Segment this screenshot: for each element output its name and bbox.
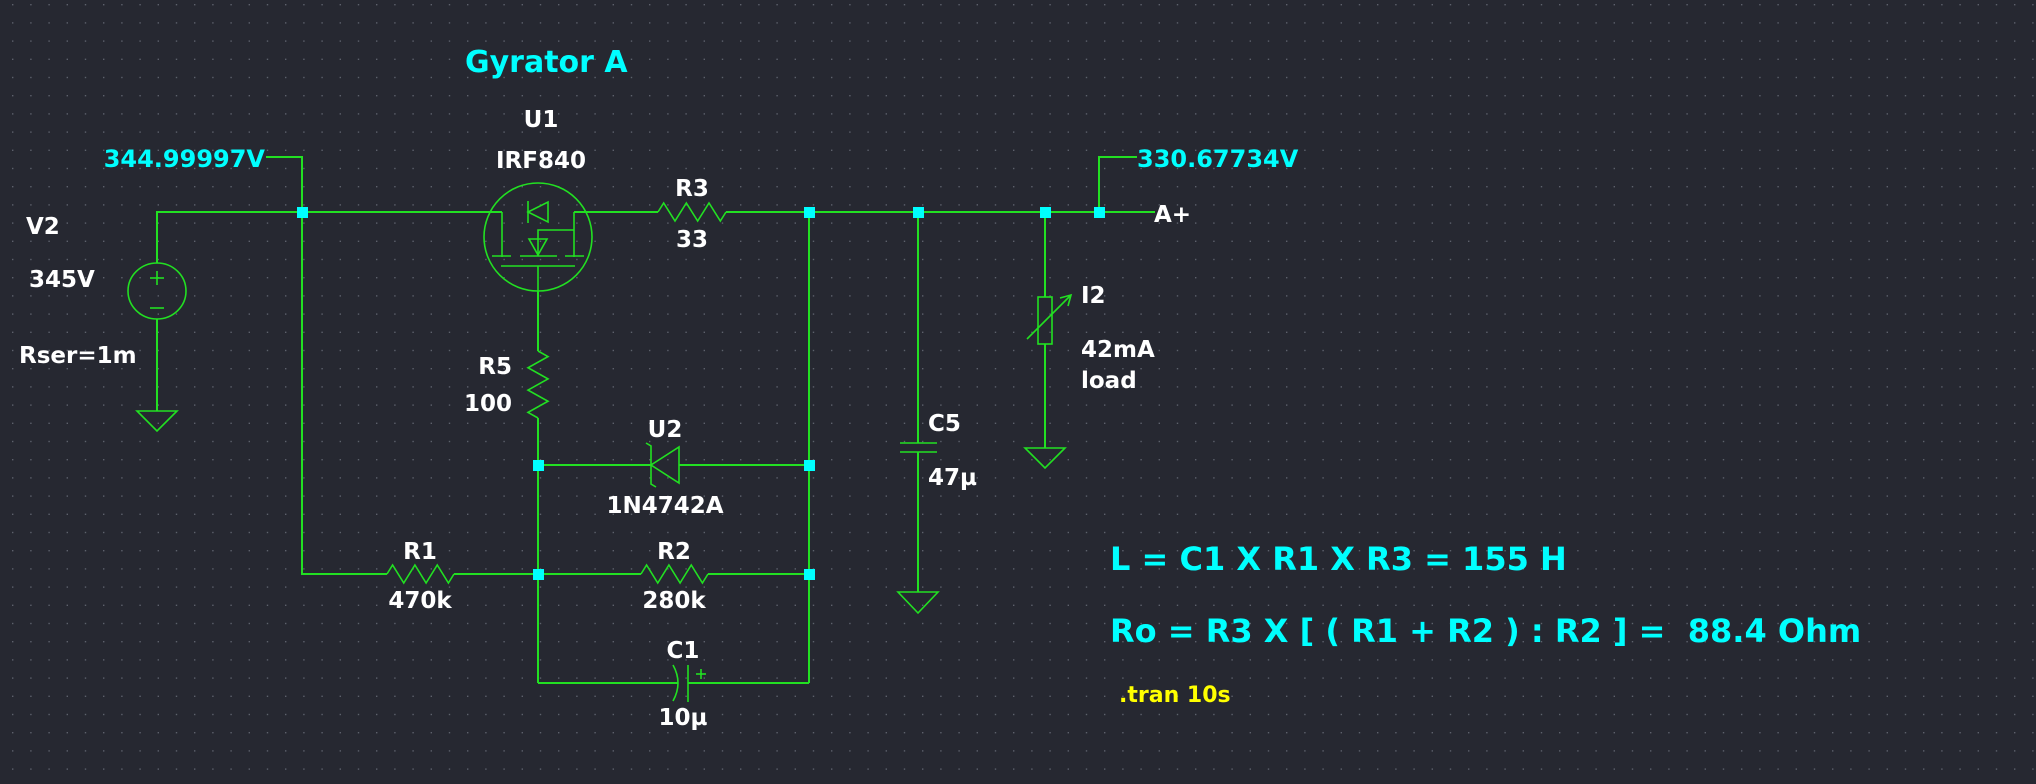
component-r5[interactable] xyxy=(526,350,550,419)
u2-value-label[interactable]: 1N4742A xyxy=(606,493,723,519)
grid-dots xyxy=(12,4,2034,770)
i2-value-label[interactable]: 42mA xyxy=(1081,337,1155,363)
inductance-annotation[interactable]: L = C1 X R1 X R3 = 155 H xyxy=(1110,540,1567,578)
r5-value-label[interactable]: 100 xyxy=(464,391,512,417)
resistor-icon xyxy=(657,201,727,223)
c5-ref-label[interactable]: C5 xyxy=(928,411,961,437)
component-c5[interactable] xyxy=(900,442,937,453)
ground-icon xyxy=(135,410,179,433)
spice-directive[interactable]: .tran 10s xyxy=(1119,683,1231,708)
ground-icon xyxy=(1023,447,1067,470)
v2-rser-label[interactable]: Rser=1m xyxy=(19,343,137,369)
wire-probe-output[interactable] xyxy=(1098,156,1137,212)
i2-extra-label[interactable]: load xyxy=(1081,368,1137,394)
voltage-source-icon xyxy=(127,262,187,320)
resistor-icon xyxy=(526,350,550,419)
r2-ref-label[interactable]: R2 xyxy=(657,539,691,565)
v2-value-label[interactable]: 345V xyxy=(29,267,95,293)
r2-value-label[interactable]: 280k xyxy=(642,588,706,614)
junction-dot xyxy=(913,207,924,218)
current-load-icon xyxy=(1037,296,1053,345)
component-i2[interactable] xyxy=(1026,293,1073,345)
junctions xyxy=(297,207,1105,580)
u2-ref-label[interactable]: U2 xyxy=(648,417,683,443)
r1-ref-label[interactable]: R1 xyxy=(403,539,437,565)
zener-diode-icon xyxy=(649,445,680,485)
resistor-icon xyxy=(386,563,455,585)
net-label-output[interactable]: A+ xyxy=(1154,202,1191,228)
output-resistance-annotation[interactable]: Ro = R3 X [ ( R1 + R2 ) : R2 ] = 88.4 Oh… xyxy=(1110,612,1861,650)
mosfet-body-lead xyxy=(537,229,574,256)
c1-value-label[interactable]: 10µ xyxy=(659,705,708,731)
component-r1[interactable] xyxy=(386,563,455,585)
junction-dot xyxy=(1094,207,1105,218)
ground-icon xyxy=(896,591,940,615)
junction-dot xyxy=(533,460,544,471)
resistor-icon xyxy=(640,563,709,585)
r5-ref-label[interactable]: R5 xyxy=(478,354,512,380)
c1-ref-label[interactable]: C1 xyxy=(667,638,700,664)
junction-dot xyxy=(804,460,815,471)
junction-dot xyxy=(804,569,815,580)
junction-dot xyxy=(804,207,815,218)
variable-arrow-icon xyxy=(1026,294,1072,340)
junction-dot xyxy=(297,207,308,218)
component-r2[interactable] xyxy=(640,563,709,585)
variable-arrowhead-icon xyxy=(1059,293,1073,307)
component-u2[interactable] xyxy=(645,442,680,488)
r3-value-label[interactable]: 33 xyxy=(676,227,708,253)
capacitor-curved-plate-icon xyxy=(672,664,679,702)
wire-probe-input[interactable] xyxy=(266,156,303,212)
wires xyxy=(156,156,1155,684)
body-diode-icon xyxy=(526,200,549,224)
u1-ref-label[interactable]: U1 xyxy=(524,107,559,133)
junction-dot xyxy=(1040,207,1051,218)
component-v2[interactable] xyxy=(127,262,187,320)
probe-output-voltage[interactable]: 330.67734V xyxy=(1137,145,1299,173)
u1-value-label[interactable]: IRF840 xyxy=(496,148,586,174)
r3-ref-label[interactable]: R3 xyxy=(675,176,709,202)
wire-v2-top[interactable] xyxy=(156,211,483,263)
mosfet-arrow-icon xyxy=(527,238,549,257)
probe-input-voltage[interactable]: 344.99997V xyxy=(104,145,266,173)
c5-value-label[interactable]: 47µ xyxy=(928,465,977,491)
component-r3[interactable] xyxy=(657,201,727,223)
v2-ref-label[interactable]: V2 xyxy=(26,214,60,240)
junction-dot xyxy=(533,569,544,580)
wire-left-vertical[interactable] xyxy=(301,212,387,575)
component-u1[interactable] xyxy=(483,182,593,292)
component-c1[interactable] xyxy=(672,664,706,702)
i2-ref-label[interactable]: I2 xyxy=(1081,283,1106,309)
r1-value-label[interactable]: 470k xyxy=(388,588,452,614)
schematic-title[interactable]: Gyrator A xyxy=(465,45,628,80)
